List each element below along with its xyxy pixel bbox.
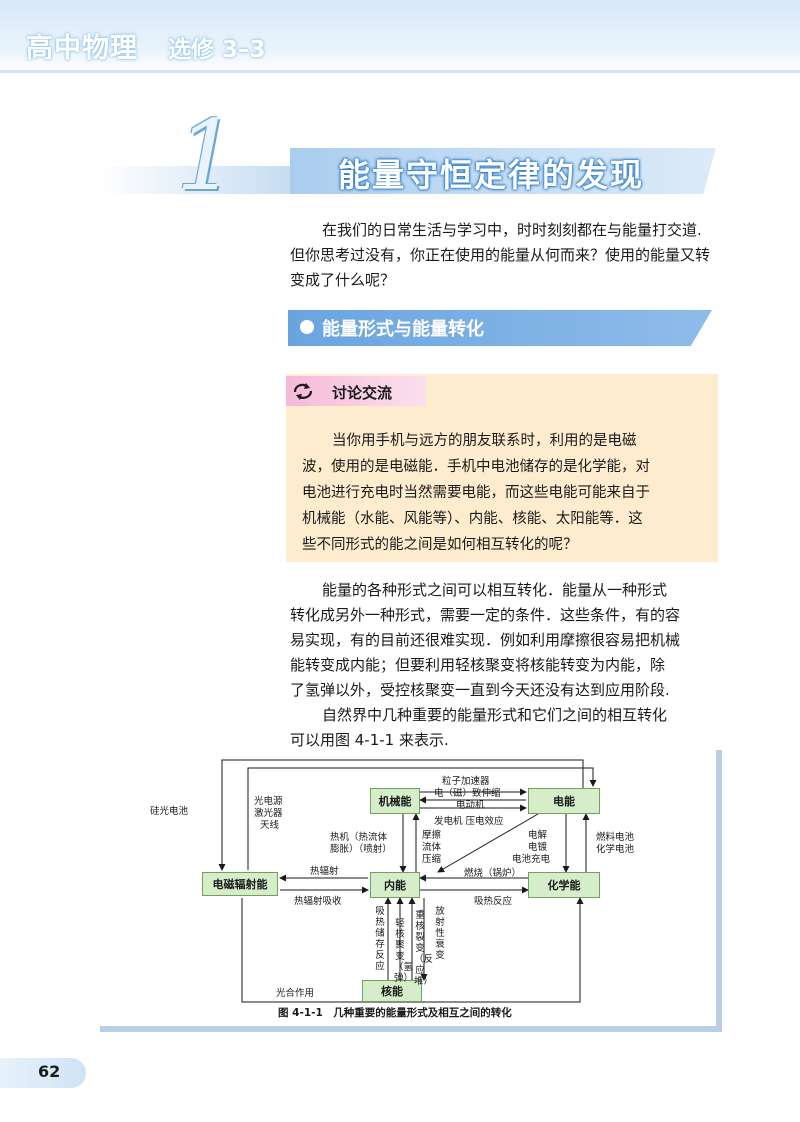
figure-shadow bbox=[716, 750, 722, 1030]
page-number: 62 bbox=[38, 1062, 61, 1081]
discussion-line: 波，使用的是电磁能．手机中电池储存的是化学能，对 bbox=[302, 459, 650, 475]
label-accelerator: 粒子加速器 bbox=[442, 776, 490, 787]
chapter-band-left bbox=[100, 166, 296, 194]
label-light-source: 光电源 bbox=[254, 796, 283, 807]
discussion-arrows-icon bbox=[293, 383, 313, 400]
discussion-line: 些不同形式的能之间是如何相互转化的呢？ bbox=[302, 537, 578, 553]
body-line: 能转变成内能；但要利用轻核聚变将核能转变为内能，除 bbox=[290, 656, 666, 674]
label-generator: 发电机 压电效应 bbox=[434, 816, 504, 827]
label-chem-cell: 化学电池 bbox=[596, 844, 635, 855]
label-electrolysis: 电解 bbox=[528, 830, 548, 841]
diagram-arrows bbox=[218, 759, 597, 1003]
discussion-text: 当你用手机与远方的朋友联系时，利用的是电磁 波，使用的是电磁能．手机中电池储存的… bbox=[302, 428, 710, 558]
body-line: 易实现，有的目前还很难实现．例如利用摩擦很容易把机械 bbox=[290, 631, 681, 649]
bullet-icon bbox=[300, 320, 314, 334]
label-friction: 摩擦 bbox=[422, 830, 442, 841]
label-thermal-absorb: 热辐射吸收 bbox=[294, 896, 342, 907]
intro-paragraph: 在我们的日常生活与学习中，时时刻刻都在与能量打交道. 但你思考过没有，你正在使用… bbox=[290, 218, 722, 293]
intro-line: 变成了什么呢？ bbox=[290, 271, 396, 289]
label-thermal-rad: 热辐射 bbox=[310, 866, 339, 877]
box-electrical: 电能 bbox=[528, 788, 600, 814]
chapter-number: 1 bbox=[176, 100, 238, 212]
body-line: 了氢弹以外，受控核聚变一直到今天还没有达到应用阶段. bbox=[290, 681, 670, 699]
box-internal: 内能 bbox=[370, 872, 420, 898]
chapter-band bbox=[290, 148, 716, 194]
body-line: 自然界中几种重要的能量形式和它们之间的相互转化 bbox=[322, 706, 668, 724]
label-fluid: 流体 bbox=[422, 842, 442, 853]
label-heat-engine-2: 膨胀）（喷射） bbox=[330, 844, 392, 855]
box-chemical: 化学能 bbox=[528, 872, 600, 898]
body-line: 可以用图 4-1-1 来表示. bbox=[290, 731, 449, 749]
label-heat-engine: 热机（热流体 bbox=[330, 832, 388, 843]
intro-line: 但你思考过没有，你正在使用的能量从何而来？使用的能量又转 bbox=[290, 246, 711, 264]
box-em-radiation: 电磁辐射能 bbox=[202, 872, 278, 896]
discussion-line: 电池进行充电时当然需要电能，而这些电能可能来自于 bbox=[302, 485, 650, 501]
section-heading-band bbox=[288, 310, 712, 346]
chapter-title: 能量守恒定律的发现 bbox=[338, 156, 645, 194]
body-paragraph: 能量的各种形式之间可以相互转化．能量从一种形式 转化成另外一种形式，需要一定的条… bbox=[290, 578, 722, 703]
label-light-fusion: 轻核聚变（氢弹） bbox=[394, 918, 414, 984]
figure-shadow bbox=[100, 1026, 722, 1032]
label-heat-storage: 吸热储存反应 bbox=[375, 906, 385, 972]
body-line: 转化成另外一种形式，需要一定的条件．这些条件，有的容 bbox=[290, 606, 681, 624]
label-motor: 电动机 bbox=[456, 800, 485, 811]
label-radioactive: 放射性衰变 bbox=[435, 906, 445, 961]
box-nuclear: 核能 bbox=[362, 980, 422, 1002]
label-antenna: 天线 bbox=[260, 820, 280, 831]
discussion-title: 讨论交流 bbox=[332, 384, 393, 402]
header-rule bbox=[0, 70, 800, 73]
body-line: 能量的各种形式之间可以相互转化．能量从一种形式 bbox=[322, 581, 668, 599]
label-heavy-fission: 重核裂变（反应堆） bbox=[414, 910, 434, 987]
label-endothermic: 吸热反应 bbox=[474, 896, 513, 907]
book-subtitle: 选修 3–3 bbox=[168, 37, 266, 63]
section-title: 能量形式与能量转化 bbox=[322, 319, 484, 340]
book-title: 高中物理 bbox=[26, 33, 138, 64]
box-mechanical: 机械能 bbox=[370, 788, 420, 814]
intro-line: 在我们的日常生活与学习中，时时刻刻都在与能量打交道. bbox=[322, 221, 702, 239]
figure-caption: 图 4-1-1 几种重要的能量形式及相互之间的转化 bbox=[278, 1007, 512, 1019]
label-electroplate: 电镀 bbox=[528, 842, 548, 853]
label-combustion: 燃烧（锅炉） bbox=[464, 868, 522, 879]
discussion-line: 机械能（水能、风能等）、内能、核能、太阳能等．这 bbox=[302, 511, 643, 527]
label-laser: 激光器 bbox=[254, 808, 283, 819]
header-band bbox=[0, 0, 800, 72]
discussion-tag bbox=[286, 376, 426, 406]
label-solar-cell: 硅光电池 bbox=[150, 806, 189, 817]
energy-diagram: 机械能 电能 电磁辐射能 内能 化学能 核能 粒子加速器 电（磁）致伸缩 电动机… bbox=[150, 750, 718, 1030]
body-paragraph-2: 自然界中几种重要的能量形式和它们之间的相互转化 可以用图 4-1-1 来表示. bbox=[290, 703, 722, 753]
label-em-device: 电（磁）致伸缩 bbox=[434, 788, 501, 799]
label-photosynthesis: 光合作用 bbox=[276, 988, 315, 999]
label-charge: 电池充电 bbox=[512, 854, 551, 865]
page-number-tab bbox=[0, 1058, 86, 1088]
discussion-line: 当你用手机与远方的朋友联系时，利用的是电磁 bbox=[332, 433, 637, 449]
label-fuel-cell: 燃料电池 bbox=[596, 832, 635, 843]
label-compress: 压缩 bbox=[422, 854, 442, 865]
